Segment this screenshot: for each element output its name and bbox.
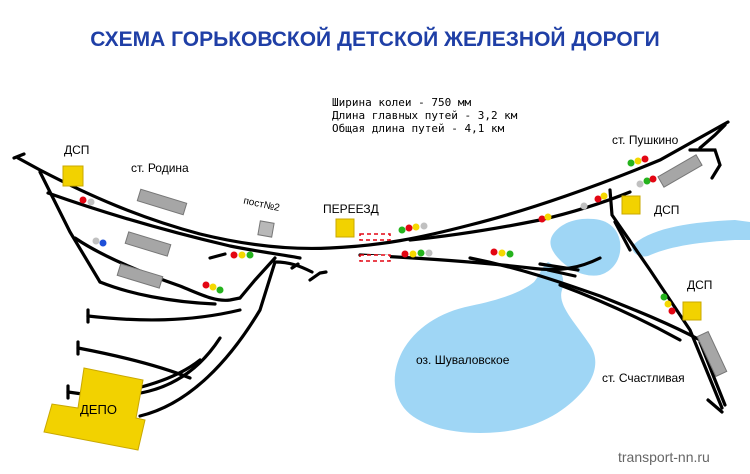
signal-yellow bbox=[238, 251, 246, 259]
signal-grey bbox=[580, 202, 588, 210]
signal-red bbox=[641, 155, 649, 163]
platform-schastlivaya bbox=[696, 330, 728, 378]
signal-yellow bbox=[664, 300, 672, 308]
dsp-pushkino-building bbox=[621, 195, 641, 215]
post2-box bbox=[257, 220, 275, 238]
rodina-yard-siding bbox=[98, 280, 217, 306]
signal-green bbox=[643, 177, 651, 185]
pushkino-loop bbox=[608, 188, 724, 410]
signal-yellow bbox=[412, 223, 420, 231]
signal-grey bbox=[92, 237, 100, 245]
scheme-title: СХЕМА ГОРЬКОВСКОЙ ДЕТСКОЙ ЖЕЛЕЗНОЙ ДОРОГ… bbox=[90, 27, 659, 51]
level-crossing bbox=[359, 233, 391, 262]
main-track bbox=[16, 120, 730, 251]
signal-red bbox=[202, 281, 210, 289]
bridge-line-2 bbox=[546, 268, 577, 278]
signal-blue bbox=[99, 239, 107, 247]
station-schastlivaya-label: ст. Счастливая bbox=[602, 371, 685, 385]
total-length-text: Общая длина путей - 4,1 км bbox=[332, 122, 505, 135]
rodina-left-stub bbox=[12, 152, 26, 160]
schastlivaya-branch bbox=[468, 256, 702, 342]
signal-red bbox=[490, 248, 498, 256]
signal-yellow bbox=[544, 213, 552, 221]
signal-yellow bbox=[209, 283, 217, 291]
signal-grey bbox=[636, 180, 644, 188]
platform-pushkino bbox=[657, 154, 703, 188]
water bbox=[394, 218, 750, 433]
signal-red bbox=[594, 195, 602, 203]
signal-red bbox=[538, 215, 546, 223]
dsp-rodina-building bbox=[62, 165, 84, 187]
stub-4 bbox=[208, 252, 227, 260]
spur-hook bbox=[308, 270, 328, 282]
dsp-label-schastlivaya: ДСП bbox=[687, 278, 712, 292]
schastlivaya-stub bbox=[706, 398, 724, 414]
signal-grey bbox=[87, 198, 95, 206]
platform-rodina-3 bbox=[116, 263, 164, 289]
track-info: Ширина колеи - 750 мм Длина главных путе… bbox=[332, 96, 518, 135]
bridge-line-1 bbox=[538, 262, 580, 272]
dsp-schastlivaya-building bbox=[682, 301, 702, 321]
crossing-building bbox=[335, 218, 355, 238]
watermark-label: transport-nn.ru bbox=[618, 449, 710, 465]
signal-red bbox=[668, 307, 676, 315]
main-length-text: Длина главных путей - 3,2 км bbox=[332, 109, 518, 122]
signal-grey bbox=[425, 249, 433, 257]
buildings bbox=[43, 165, 702, 451]
schastlivaya-siding bbox=[558, 283, 682, 342]
signal-red bbox=[230, 251, 238, 259]
signal-yellow bbox=[409, 250, 417, 258]
river-right bbox=[632, 220, 750, 257]
pond-upper bbox=[550, 218, 621, 276]
signal-yellow bbox=[600, 192, 608, 200]
signal-green bbox=[627, 159, 635, 167]
crossing-barrier-bottom bbox=[359, 254, 391, 262]
depot-track-4 bbox=[138, 260, 277, 418]
spur-end-post bbox=[290, 262, 300, 270]
station-rodina-label: ст. Родина bbox=[131, 161, 189, 175]
dsp-label-rodina: ДСП bbox=[64, 143, 89, 157]
signal-green bbox=[506, 250, 514, 258]
depot-track-1 bbox=[86, 308, 242, 322]
signals bbox=[79, 155, 676, 315]
signal-grey bbox=[420, 222, 428, 230]
rodina-lower-siding bbox=[73, 236, 242, 302]
lake-shuvalovskoe bbox=[394, 262, 596, 433]
platforms bbox=[116, 154, 728, 378]
station-pushkino-label: ст. Пушкино bbox=[612, 133, 679, 147]
signal-green bbox=[398, 226, 406, 234]
platform-rodina-2 bbox=[124, 231, 172, 257]
platform-rodina-1 bbox=[136, 188, 188, 216]
pushkino-cross bbox=[613, 220, 632, 252]
crossing-label: ПЕРЕЕЗД bbox=[323, 202, 379, 216]
signal-red bbox=[649, 175, 657, 183]
rodina-siding bbox=[46, 191, 302, 260]
signal-green bbox=[246, 251, 254, 259]
post2-label: пост№2 bbox=[242, 196, 281, 215]
signal-red bbox=[401, 250, 409, 258]
rodina-diagonal bbox=[38, 170, 102, 284]
pushkino-siding bbox=[698, 123, 727, 150]
pushkino-spur bbox=[688, 148, 722, 180]
signal-green bbox=[417, 249, 425, 257]
signal-green bbox=[660, 293, 668, 301]
schastlivaya-end bbox=[698, 340, 727, 407]
depot-branch bbox=[238, 256, 277, 300]
gauge-text: Ширина колеи - 750 мм bbox=[332, 96, 471, 109]
signal-red bbox=[79, 196, 87, 204]
dsp-label-pushkino: ДСП bbox=[654, 203, 679, 217]
lake-label: оз. Шуваловское bbox=[416, 353, 510, 367]
depot-label: ДЕПО bbox=[80, 402, 117, 417]
signal-green bbox=[216, 286, 224, 294]
signal-yellow bbox=[498, 249, 506, 257]
signal-yellow bbox=[634, 157, 642, 165]
signal-red bbox=[405, 224, 413, 232]
depot-building bbox=[43, 367, 146, 451]
crossing-barrier-top bbox=[359, 233, 391, 241]
